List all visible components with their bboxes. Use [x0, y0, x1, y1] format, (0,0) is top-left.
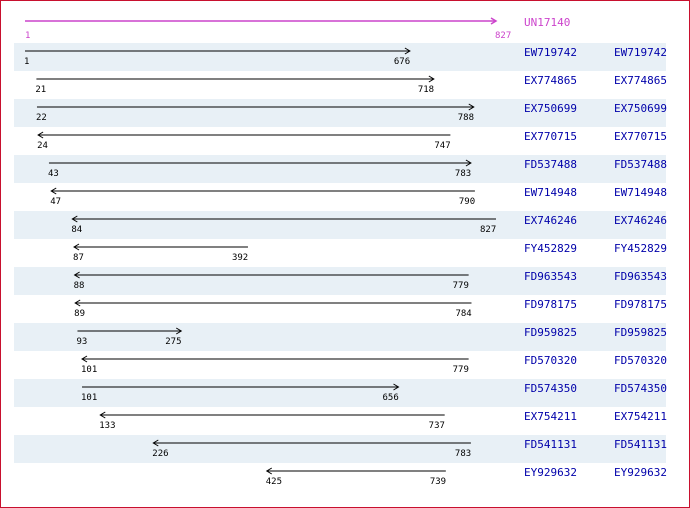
alignment-end-label: 788: [457, 113, 475, 123]
alignment-accession-link[interactable]: FD537488: [614, 158, 667, 171]
alignment-accession-link[interactable]: FD570320: [614, 354, 667, 367]
alignment-accession-link[interactable]: EX754211: [614, 410, 667, 423]
alignment-end-label: 275: [165, 337, 182, 347]
alignment-10-arrowhead: [175, 327, 183, 335]
alignment-id-link[interactable]: FD570320: [524, 354, 577, 367]
alignment-13-arrowhead: [99, 411, 106, 419]
alignment-row: [14, 43, 666, 71]
alignment-end-label: 676: [393, 57, 411, 67]
alignment-5-arrowhead: [50, 187, 57, 195]
alignment-start-label: 22: [35, 113, 47, 123]
alignment-start-label: 1: [24, 57, 30, 67]
alignment-8-arrowhead: [73, 271, 80, 279]
alignment-start-label: 93: [76, 337, 88, 347]
alignment-end-label: 737: [428, 421, 445, 431]
alignment-id-link[interactable]: FD537488: [524, 158, 577, 171]
alignment-start-label: 87: [73, 253, 84, 263]
alignment-end-label: 779: [452, 281, 469, 291]
alignment-end-label: 747: [434, 141, 451, 151]
alignment-id-link[interactable]: FD978175: [524, 298, 577, 311]
alignment-start-label: 101: [81, 393, 98, 403]
alignment-id-link[interactable]: EX770715: [524, 130, 577, 143]
alignment-accession-link[interactable]: FD963543: [614, 270, 667, 283]
alignment-end-label: 827: [480, 225, 497, 235]
alignment-start-label: 47: [50, 197, 62, 207]
alignment-end-label: 783: [454, 169, 472, 179]
alignment-id-link[interactable]: EY929632: [524, 466, 577, 479]
alignment-row: [14, 323, 666, 351]
reference-end: 827: [495, 31, 512, 41]
alignment-id-link[interactable]: FD959825: [524, 326, 577, 339]
alignment-start-label: 425: [265, 477, 283, 487]
alignment-accession-link[interactable]: FD541131: [614, 438, 667, 451]
alignment-end-label: 656: [382, 393, 399, 403]
alignment-end-label: 718: [417, 85, 435, 95]
alignment-end-label: 392: [231, 253, 249, 263]
alignment-id-link[interactable]: EW719742: [524, 46, 577, 59]
alignment-accession-link[interactable]: EX770715: [614, 130, 667, 143]
alignment-row: [14, 379, 666, 407]
alignment-id-link[interactable]: EX746246: [524, 214, 577, 227]
alignment-start-label: 88: [73, 281, 85, 291]
alignment-12-arrowhead: [393, 383, 400, 391]
alignment-2-arrowhead: [468, 103, 475, 111]
alignment-start-label: 89: [74, 309, 86, 319]
alignment-id-link[interactable]: FD574350: [524, 382, 577, 395]
alignment-end-label: 739: [429, 477, 447, 487]
reference-label[interactable]: UN17140: [524, 16, 571, 29]
alignment-end-label: 779: [452, 365, 469, 375]
reference-arrowhead: [490, 17, 498, 25]
alignment-accession-link[interactable]: FY452829: [614, 242, 667, 255]
alignment-accession-link[interactable]: FD959825: [614, 326, 667, 339]
alignment-accession-link[interactable]: EX750699: [614, 102, 667, 115]
alignment-end-label: 784: [455, 309, 472, 319]
reference-start: 1: [25, 31, 31, 41]
alignment-15-arrowhead: [265, 467, 273, 475]
alignment-accession-link[interactable]: EY929632: [614, 466, 667, 479]
alignment-start-label: 226: [152, 449, 169, 459]
alignment-end-label: 790: [458, 197, 476, 207]
alignment-4-arrowhead: [465, 159, 472, 167]
alignment-start-label: 43: [47, 169, 59, 179]
alignment-row: [14, 435, 666, 463]
alignment-accession-link[interactable]: EW719742: [614, 46, 667, 59]
alignment-end-label: 783: [454, 449, 472, 459]
alignment-id-link[interactable]: FY452829: [524, 242, 577, 255]
alignment-accession-link[interactable]: EW714948: [614, 186, 667, 199]
alignment-6-arrowhead: [71, 215, 78, 223]
alignment-row: [14, 155, 666, 183]
alignment-row: [14, 267, 666, 295]
alignment-1-arrowhead: [428, 75, 435, 83]
alignment-start-label: 21: [35, 85, 47, 95]
alignment-7-arrowhead: [73, 243, 80, 251]
alignment-start-label: 24: [37, 141, 48, 151]
alignment-11-arrowhead: [81, 355, 88, 363]
alignment-9-arrowhead: [74, 299, 81, 307]
alignment-id-link[interactable]: EX774865: [524, 74, 577, 87]
alignment-accession-link[interactable]: EX774865: [614, 74, 667, 87]
alignment-14-arrowhead: [152, 439, 159, 447]
alignment-accession-link[interactable]: FD574350: [614, 382, 667, 395]
alignment-0-arrowhead: [404, 47, 411, 55]
alignment-accession-link[interactable]: FD978175: [614, 298, 667, 311]
alignment-accession-link[interactable]: EX746246: [614, 214, 667, 227]
alignment-start-label: 84: [71, 225, 83, 235]
alignment-start-label: 101: [81, 365, 98, 375]
alignment-id-link[interactable]: FD541131: [524, 438, 577, 451]
alignment-row: [14, 99, 666, 127]
alignment-id-link[interactable]: EW714948: [524, 186, 577, 199]
alignment-start-label: 133: [99, 421, 116, 431]
alignment-row: [14, 211, 666, 239]
alignment-id-link[interactable]: EX750699: [524, 102, 577, 115]
alignment-id-link[interactable]: FD963543: [524, 270, 577, 283]
alignment-id-link[interactable]: EX754211: [524, 410, 577, 423]
alignment-3-arrowhead: [37, 131, 44, 139]
